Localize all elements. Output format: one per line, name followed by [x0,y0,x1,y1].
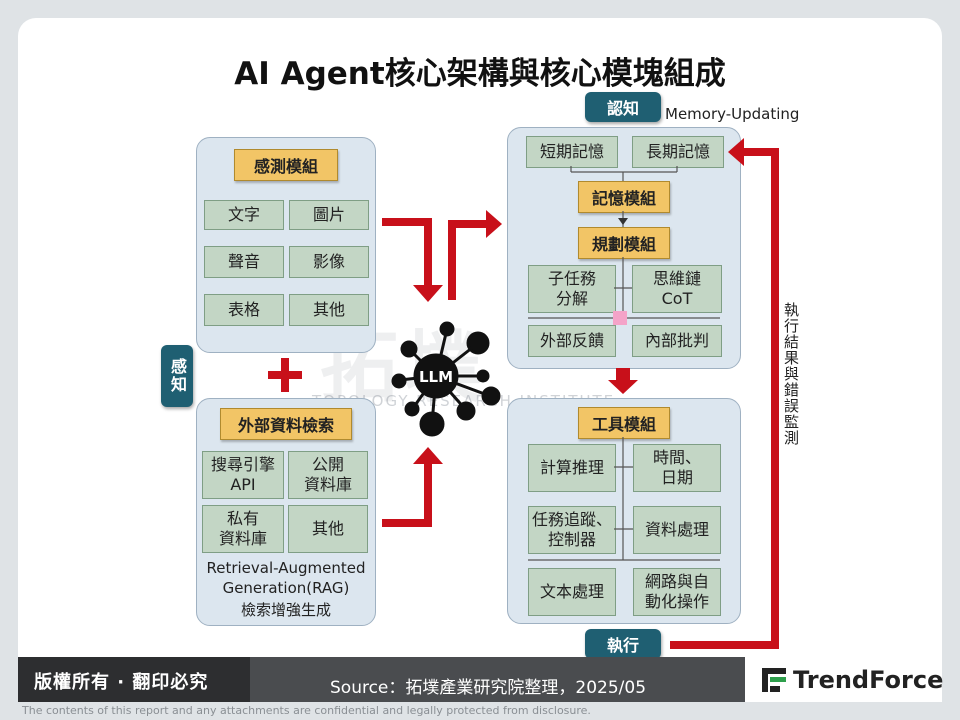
llm-to-cognition-arrow [448,220,488,300]
memory-to-planning-arrowhead [618,218,628,225]
arrowhead-memory [728,138,744,166]
long-term-memory: 長期記憶 [632,136,724,168]
sensing-item-table: 表格 [204,294,284,326]
arrowhead-retrieval [413,447,443,464]
sensing-item-text: 文字 [204,200,284,230]
llm-hub-icon [391,321,501,437]
planning-module-header: 規劃模組 [578,227,670,259]
feedback-monitoring-label: 執行結果與錯誤監測 [782,302,800,446]
memory-updating-label: Memory-Updating [665,105,800,123]
rag-label-line2: Generation(RAG) [222,579,350,597]
perception-badge: 感知 [161,345,193,407]
footer-copyright-block [18,657,250,702]
execution-feedback-arrow [670,148,779,649]
tool-web-automation: 網路與自 動化操作 [633,568,721,616]
execution-badge: 執行 [585,629,661,659]
sensing-item-audio: 聲音 [204,246,284,278]
sensing-item-other: 其他 [289,294,369,326]
source-note: Source：拓墣產業研究院整理，2025/05 [330,678,647,698]
subtask-decomposition: 子任務 分解 [528,265,616,313]
page-title: AI Agent核心架構與核心模塊組成 [234,56,726,92]
rag-label-line1: Retrieval-Augmented [206,559,366,577]
sensing-module-header: 感測模組 [234,149,338,181]
tool-text-processing: 文本處理 [528,568,616,616]
memory-module-header: 記憶模組 [578,181,670,213]
pink-marker [613,311,627,325]
arrowhead-sensing [413,285,443,302]
internal-critique: 內部批判 [632,325,722,357]
sensing-item-video: 影像 [289,246,369,278]
retrieval-item-other: 其他 [288,505,368,553]
brand-name: TrendForce [793,666,944,694]
retrieval-item-private-db: 私有 資料庫 [202,505,284,553]
chain-of-thought: 思維鏈 CoT [632,265,722,313]
plus-vertical [281,358,289,392]
confidentiality-disclaimer: The contents of this report and any atta… [22,704,591,717]
rag-label-line3: 檢索增強生成 [240,601,331,619]
tool-time-date: 時間、 日期 [633,444,721,492]
external-retrieval-header: 外部資料檢索 [220,408,352,440]
retrieval-item-search-api: 搜尋引擎 API [202,451,284,499]
retrieval-item-public-db: 公開 資料庫 [288,451,368,499]
llm-label: LLM [419,368,453,386]
short-term-memory: 短期記憶 [526,136,618,168]
tool-task-tracking: 任務追蹤、 控制器 [528,506,616,554]
sensing-to-llm-arrow [382,218,432,288]
copyright-notice: 版權所有 · 翻印必究 [34,672,209,693]
external-feedback: 外部反饋 [528,325,616,357]
tool-data-processing: 資料處理 [633,506,721,554]
execution-tree-lines [528,437,720,561]
sensing-item-image: 圖片 [289,200,369,230]
arrowhead-cognition-to-execution [608,368,638,394]
cognition-badge: 認知 [585,92,661,122]
tool-calculation: 計算推理 [528,444,616,492]
arrowhead-cognition [486,210,502,238]
retrieval-to-llm-arrow [382,462,432,527]
tool-module-header: 工具模組 [578,407,670,439]
